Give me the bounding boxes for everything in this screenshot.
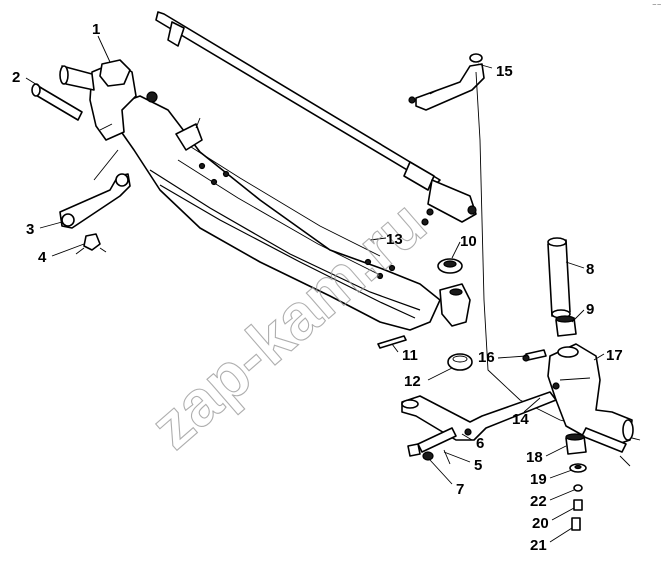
pin-11 xyxy=(377,335,407,349)
axle-beam xyxy=(117,95,441,331)
lower-bushing-18 xyxy=(565,433,587,455)
callout-17: 17 xyxy=(606,347,623,364)
ring-22 xyxy=(573,484,583,492)
callout-5: 5 xyxy=(474,457,482,474)
callout-10: 10 xyxy=(460,233,477,250)
ring-12 xyxy=(447,353,473,371)
left-steering-arm xyxy=(59,149,131,229)
callout-1: 1 xyxy=(92,21,100,38)
callout-2: 2 xyxy=(12,69,20,86)
bolt-16 xyxy=(522,349,547,362)
assembly-line xyxy=(475,71,641,441)
callout-19: 19 xyxy=(530,471,547,488)
steering-lever xyxy=(408,53,485,111)
callout-3: 3 xyxy=(26,221,34,238)
callout-7: 7 xyxy=(456,481,464,498)
axle-boss xyxy=(439,283,471,327)
callout-14: 14 xyxy=(512,411,529,428)
callout-18: 18 xyxy=(526,449,543,466)
king-pin-8 xyxy=(547,237,571,319)
left-knuckle xyxy=(59,59,158,141)
callout-12: 12 xyxy=(404,373,421,390)
callout-9: 9 xyxy=(586,301,594,318)
callout-15: 15 xyxy=(496,63,513,80)
callout-4: 4 xyxy=(38,249,47,266)
left-king-pin xyxy=(31,83,83,121)
callout-20: 20 xyxy=(532,515,549,532)
fitting-21 xyxy=(571,517,581,531)
tie-rod xyxy=(155,11,477,226)
callout-11: 11 xyxy=(402,347,418,364)
callout-8: 8 xyxy=(586,261,594,278)
washer-19 xyxy=(569,463,587,473)
tie-rod-arm xyxy=(401,391,557,441)
right-bolt xyxy=(581,427,631,467)
callout-22: 22 xyxy=(530,493,547,510)
callout-21: 21 xyxy=(530,537,547,554)
callout-13: 13 xyxy=(386,231,403,248)
callout-labels: 1 2 3 4 5 6 7 8 9 10 11 12 13 14 15 16 1… xyxy=(12,21,623,554)
nut-4 xyxy=(75,233,107,255)
leader-lines xyxy=(25,35,605,543)
right-knuckle xyxy=(547,343,634,447)
bushing-9 xyxy=(555,315,577,337)
callout-6: 6 xyxy=(476,435,484,452)
callout-16: 16 xyxy=(478,349,495,366)
nut-7 xyxy=(407,443,434,461)
fitting-20 xyxy=(573,499,583,511)
washer-10 xyxy=(437,258,463,274)
corner-mark: ⁻⁻ xyxy=(652,1,662,11)
